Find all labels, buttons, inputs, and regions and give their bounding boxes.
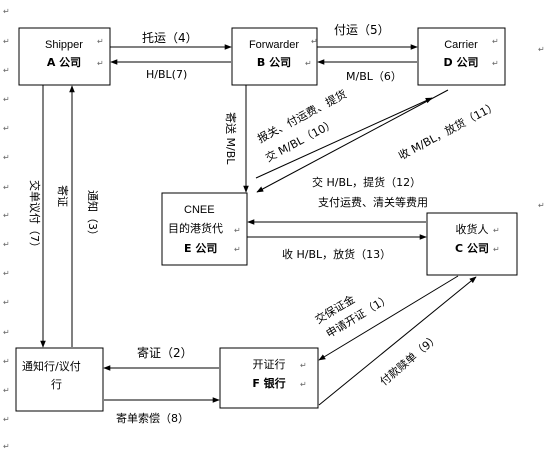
node-cnee-sub: E 公司 <box>184 242 217 255</box>
svg-text:↵: ↵ <box>3 37 10 46</box>
node-carrier-title: Carrier <box>444 39 478 51</box>
label-tuoyun: 托运（4） <box>142 31 198 45</box>
svg-text:↵: ↵ <box>305 59 312 68</box>
svg-text:↵: ↵ <box>3 386 10 395</box>
svg-text:↵: ↵ <box>3 211 10 220</box>
svg-text:↵: ↵ <box>3 240 10 249</box>
label-shou-mbl: 收 M/BL，放货（11） <box>396 98 500 162</box>
node-consignee: 收货人 C 公司 <box>426 212 518 276</box>
label-hbl7: H/BL(7) <box>146 68 187 81</box>
node-shipper-sub: A 公司 <box>47 56 81 69</box>
node-forwarder: Forwarder B 公司 <box>231 27 318 86</box>
svg-text:↵: ↵ <box>300 380 307 389</box>
label-shou-hbl: 收 H/BL，放货（13） <box>282 247 391 261</box>
node-carrier-sub: D 公司 <box>444 56 479 69</box>
node-shipper-title: Shipper <box>45 39 83 51</box>
label-mbl6: M/BL（6） <box>346 70 402 83</box>
node-cnee-title: CNEE <box>184 204 215 216</box>
svg-text:↵: ↵ <box>3 357 10 366</box>
label-tongzhi: 通知（3） <box>86 190 100 241</box>
node-carrier: Carrier D 公司 <box>417 27 506 86</box>
svg-text:↵: ↵ <box>3 269 10 278</box>
arrow-fukuan <box>318 276 477 406</box>
node-consignee-sub: C 公司 <box>455 242 489 255</box>
node-advising-bank: 通知行/议付 行 <box>15 347 104 412</box>
label-jizheng-h: 寄证（2） <box>137 345 193 360</box>
svg-text:↵: ↵ <box>3 7 10 16</box>
svg-text:↵: ↵ <box>3 153 10 162</box>
svg-text:↵: ↵ <box>538 45 545 54</box>
svg-text:↵: ↵ <box>3 415 10 424</box>
label-jiao-hbl: 交 H/BL，提货（12） <box>312 175 421 189</box>
node-advising-line1: 通知行/议付 <box>22 359 81 373</box>
label-fukuan: 付款赎单（9） <box>377 331 442 389</box>
node-advising-line2: 行 <box>51 378 62 391</box>
node-cnee-line2: 目的港货代 <box>168 221 223 235</box>
svg-text:↵: ↵ <box>234 226 241 235</box>
label-fuyun: 付运（5） <box>334 23 390 37</box>
svg-text:↵: ↵ <box>3 66 10 75</box>
svg-text:↵: ↵ <box>493 226 500 235</box>
arrow-kaizheng <box>318 275 459 361</box>
node-issuing-title: 开证行 <box>253 358 286 371</box>
svg-text:↵: ↵ <box>234 245 241 254</box>
svg-text:↵: ↵ <box>3 95 10 104</box>
label-zhifu: 支付运费、清关等费用 <box>318 195 428 209</box>
svg-text:↵: ↵ <box>3 183 10 192</box>
node-forwarder-title: Forwarder <box>249 39 299 51</box>
svg-text:↵: ↵ <box>492 59 499 68</box>
label-jizheng-v: 寄证 <box>56 185 70 207</box>
node-shipper: Shipper A 公司 <box>18 27 111 86</box>
svg-text:↵: ↵ <box>538 201 545 210</box>
paragraph-marks: ↵↵↵ ↵↵↵ ↵↵↵ ↵↵↵ ↵↵↵ ↵ ↵↵ ↵↵ ↵↵ ↵↵ ↵↵ ↵↵ … <box>3 7 545 451</box>
label-jiaodan: 交单议付（7） <box>28 180 42 253</box>
svg-text:↵: ↵ <box>97 37 104 46</box>
svg-text:↵: ↵ <box>492 37 499 46</box>
arrows <box>40 44 477 406</box>
node-consignee-title: 收货人 <box>456 222 489 236</box>
node-issuing-sub: F 银行 <box>252 376 285 390</box>
arrow-shou-mbl <box>256 89 449 193</box>
svg-text:↵: ↵ <box>493 245 500 254</box>
svg-text:↵: ↵ <box>3 328 10 337</box>
svg-text:↵: ↵ <box>3 442 10 451</box>
label-jisong-mbl: 寄送 M/BL <box>224 112 238 165</box>
svg-text:↵: ↵ <box>3 298 10 307</box>
arrow-baoguan <box>255 97 433 179</box>
node-cnee: CNEE 目的港货代 E 公司 <box>161 192 248 266</box>
node-issuing-bank: 开证行 F 银行 <box>219 347 319 409</box>
svg-text:↵: ↵ <box>97 59 104 68</box>
svg-text:↵: ↵ <box>3 124 10 133</box>
label-jidan: 寄单索偿（8） <box>116 411 189 425</box>
svg-text:↵: ↵ <box>300 361 307 370</box>
svg-text:↵: ↵ <box>311 37 318 46</box>
node-forwarder-sub: B 公司 <box>257 56 291 69</box>
